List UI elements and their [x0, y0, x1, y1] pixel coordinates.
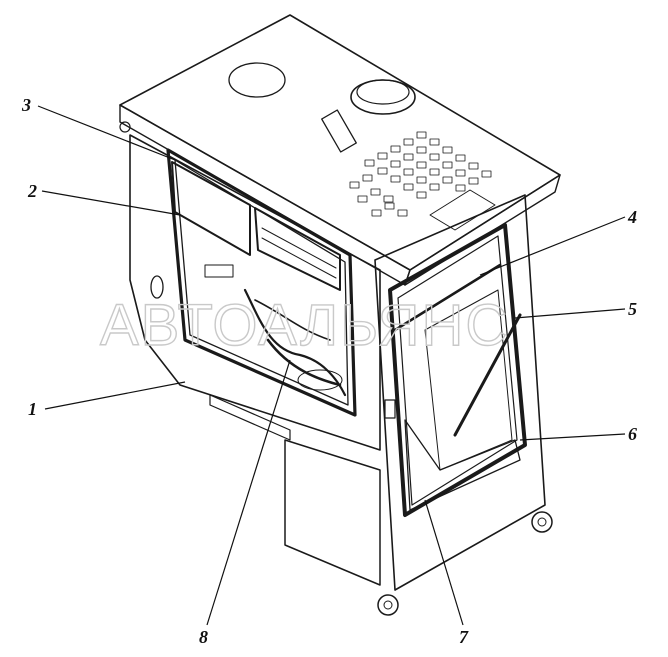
leader-2 [41, 190, 181, 216]
callout-2: 2 [27, 181, 37, 201]
roof-slot [321, 109, 357, 153]
callout-leaders [37, 105, 626, 626]
leader-5 [514, 308, 626, 319]
front-door [374, 194, 553, 616]
callout-3: 3 [21, 95, 31, 115]
watermark-text: АВТОАЛЬЯНС [100, 293, 509, 358]
roof [119, 14, 561, 286]
leader-4 [479, 216, 626, 276]
leader-7 [424, 499, 464, 626]
callout-1: 1 [28, 399, 37, 419]
callout-8: 8 [199, 627, 208, 647]
leader-1 [44, 381, 186, 410]
side-handle-slot [150, 275, 164, 299]
front-caster [377, 594, 399, 616]
lower-box [209, 394, 381, 586]
side-window [166, 148, 357, 417]
roof-vent [228, 62, 286, 98]
callout-labels: 1 2 3 4 5 6 7 8 [21, 95, 637, 647]
leader-3 [37, 105, 176, 161]
roof-grille [349, 131, 492, 217]
rear-caster [531, 511, 553, 533]
callout-5: 5 [628, 299, 637, 319]
leader-8 [206, 359, 291, 626]
callout-6: 6 [628, 424, 637, 444]
roof-beacon [350, 79, 416, 115]
callout-7: 7 [459, 627, 469, 647]
leader-6 [519, 433, 626, 441]
callout-4: 4 [627, 207, 637, 227]
